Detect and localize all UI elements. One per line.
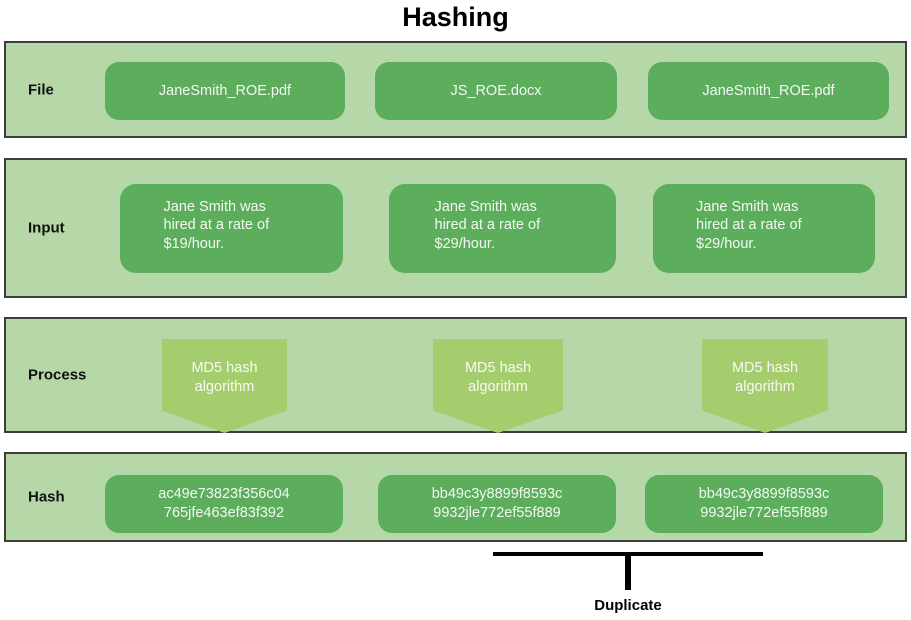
file-row: File JaneSmith_ROE.pdf JS_ROE.docx JaneS… xyxy=(4,41,907,138)
duplicate-label: Duplicate xyxy=(594,597,662,614)
process-node-text: MD5 hash algorithm xyxy=(464,360,532,395)
file-node-1: JaneSmith_ROE.pdf xyxy=(105,62,345,120)
input-node-3: Jane Smith was hired at a rate of $29/ho… xyxy=(653,184,875,273)
file-row-label: File xyxy=(28,81,54,98)
process-row: Process MD5 hash algorithm MD5 hash algo… xyxy=(4,317,907,433)
duplicate-bracket-vertical xyxy=(625,552,631,590)
hash-row: Hash ac49e73823f356c04 765jfe463ef83f392… xyxy=(4,452,907,542)
input-node-1: Jane Smith was hired at a rate of $19/ho… xyxy=(120,184,343,273)
md5-process-arrow-1: MD5 hash algorithm xyxy=(162,339,287,433)
input-node-text: Jane Smith was hired at a rate of $29/ho… xyxy=(696,199,802,252)
hash-node-2: bb49c3y8899f8593c 9932jle772ef55f889 xyxy=(378,475,616,533)
input-row: Input Jane Smith was hired at a rate of … xyxy=(4,158,907,298)
file-node-3: JaneSmith_ROE.pdf xyxy=(648,62,889,120)
hash-node-1: ac49e73823f356c04 765jfe463ef83f392 xyxy=(105,475,343,533)
hash-node-3: bb49c3y8899f8593c 9932jle772ef55f889 xyxy=(645,475,883,533)
process-row-label: Process xyxy=(28,366,87,384)
md5-process-arrow-2: MD5 hash algorithm xyxy=(433,339,563,433)
hash-node-text: ac49e73823f356c04 765jfe463ef83f392 xyxy=(158,486,290,521)
input-node-text: Jane Smith was hired at a rate of $29/ho… xyxy=(434,199,541,252)
hash-node-text: bb49c3y8899f8593c 9932jle772ef55f889 xyxy=(698,486,830,521)
file-node-2: JS_ROE.docx xyxy=(375,62,617,120)
input-node-2: Jane Smith was hired at a rate of $29/ho… xyxy=(389,184,616,273)
hash-row-label: Hash xyxy=(28,488,65,506)
process-node-text: MD5 hash algorithm xyxy=(731,360,799,395)
input-row-label: Input xyxy=(28,219,65,237)
hash-node-text: bb49c3y8899f8593c 9932jle772ef55f889 xyxy=(431,486,563,521)
input-node-text: Jane Smith was hired at a rate of $19/ho… xyxy=(163,199,270,252)
diagram-title: Hashing xyxy=(402,2,509,32)
md5-process-arrow-3: MD5 hash algorithm xyxy=(702,339,828,433)
process-node-text: MD5 hash algorithm xyxy=(191,360,258,395)
